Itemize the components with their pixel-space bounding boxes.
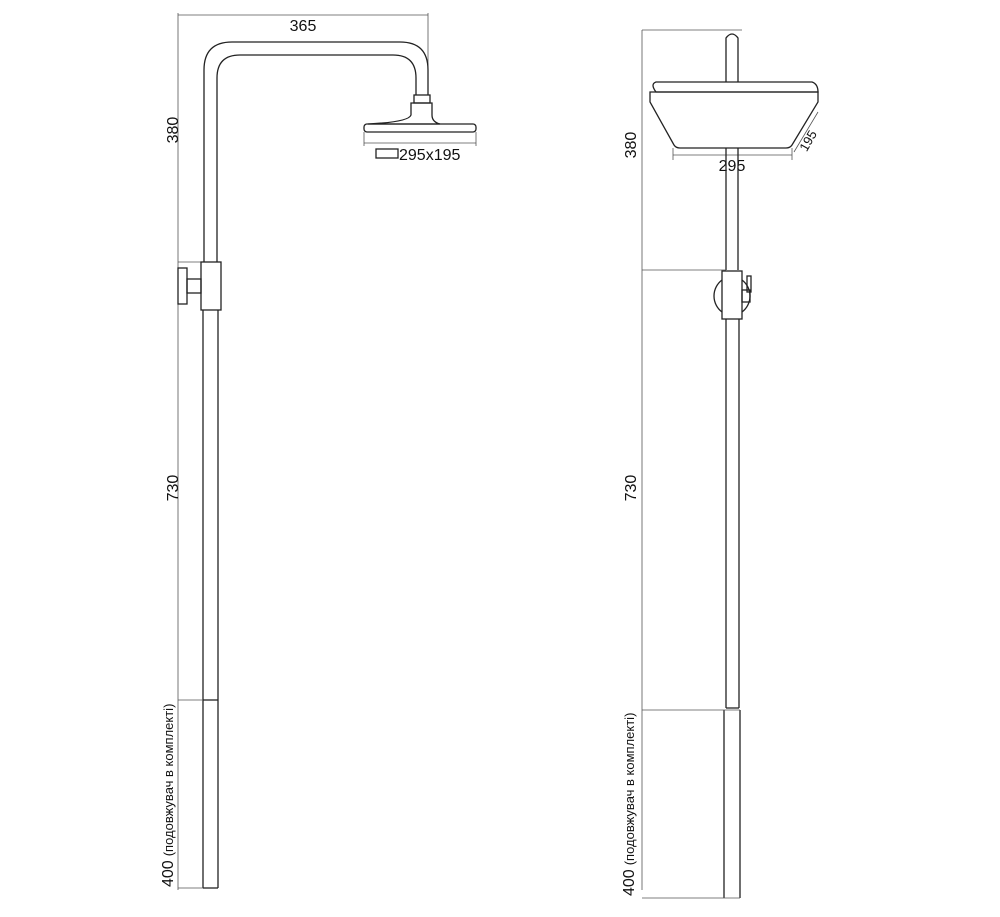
dim-730-label: 730	[165, 475, 182, 502]
dim-730-label-right: 730	[623, 475, 640, 502]
dim-380-label: 380	[165, 117, 182, 144]
head-size-label: 295x195	[399, 147, 460, 164]
front-view-drawing: 295 195 380 730 400(подовжувач	[621, 29, 820, 899]
extension-label: 400(подовжувач в комплекті)	[160, 704, 177, 887]
diverter-block	[177, 261, 222, 311]
diverter-front	[713, 270, 752, 320]
riser-pipe	[178, 310, 219, 889]
shower-head-side: 295x195	[363, 94, 477, 164]
dim-365-label: 365	[290, 18, 317, 35]
shower-head-front: 295 195	[649, 81, 820, 175]
shower-arm	[203, 41, 429, 262]
head-width-label: 295	[719, 158, 746, 175]
extension-label-right: 400(подовжувач в комплекті)	[621, 713, 638, 896]
dim-380-label-right: 380	[623, 132, 640, 159]
side-view-drawing: 365 295x195 380	[160, 13, 477, 890]
dimension-365: 365	[177, 13, 429, 890]
riser-pipe-right	[642, 319, 741, 899]
